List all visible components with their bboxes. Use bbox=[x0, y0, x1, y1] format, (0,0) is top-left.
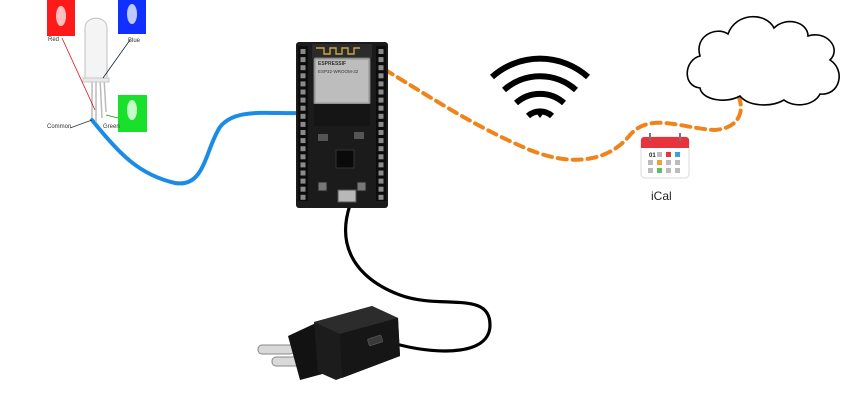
red-pin-line bbox=[61, 37, 96, 111]
header-pin bbox=[378, 89, 384, 95]
header-pin bbox=[378, 121, 384, 127]
calendar-icon: 01 bbox=[640, 133, 690, 179]
header-pin bbox=[300, 97, 306, 103]
header-pin bbox=[300, 130, 306, 135]
header-pin bbox=[300, 146, 306, 152]
calendar-cell bbox=[657, 160, 662, 165]
calendar-cell bbox=[657, 168, 662, 173]
header-pin bbox=[378, 194, 384, 200]
header-pin bbox=[378, 130, 384, 135]
header-pin bbox=[378, 178, 384, 184]
header-pin bbox=[378, 138, 384, 144]
header-pin bbox=[300, 105, 306, 111]
calendar-cell bbox=[675, 160, 680, 165]
header-pin bbox=[378, 105, 384, 111]
header-pin bbox=[300, 121, 306, 127]
calendar-cell bbox=[675, 168, 680, 173]
header-pin bbox=[300, 113, 306, 119]
wifi-link-dashed bbox=[370, 60, 743, 162]
header-pin bbox=[378, 186, 384, 192]
header-pin bbox=[300, 154, 306, 160]
header-pin bbox=[300, 49, 306, 54]
header-pin bbox=[378, 113, 384, 119]
wifi-icon bbox=[490, 55, 590, 119]
header-pin bbox=[300, 89, 306, 95]
led-blue-swatch bbox=[118, 0, 146, 34]
header-pin bbox=[378, 97, 384, 103]
calendar-cell bbox=[657, 152, 662, 157]
calendar-cell bbox=[648, 168, 653, 173]
header-pin bbox=[378, 81, 384, 87]
header-pin bbox=[378, 49, 384, 54]
header-pin bbox=[378, 154, 384, 160]
header-pin bbox=[300, 178, 306, 184]
calendar-day: 01 bbox=[649, 153, 656, 159]
ical-label: iCal bbox=[651, 189, 672, 203]
common-pin-line bbox=[69, 119, 93, 129]
header-pin bbox=[300, 73, 306, 79]
board-pins bbox=[300, 49, 384, 200]
header-pin bbox=[300, 81, 306, 87]
header-pin bbox=[378, 162, 384, 168]
cloud-icon bbox=[686, 15, 840, 106]
header-pin bbox=[300, 194, 306, 200]
header-pin bbox=[378, 57, 384, 63]
header-pin bbox=[300, 57, 306, 63]
usb-cable bbox=[344, 203, 492, 353]
led-red-label: Red bbox=[48, 37, 60, 43]
calendar-cell bbox=[666, 160, 671, 165]
usb-wall-charger bbox=[257, 306, 400, 380]
led-red-swatch bbox=[47, 0, 75, 36]
calendar-cell bbox=[675, 152, 680, 157]
blue-pin-line bbox=[102, 39, 131, 79]
header-pin bbox=[378, 146, 384, 152]
led-blue-label: Blue bbox=[128, 38, 141, 44]
chip-model-label: ESP32-WROOM-32 bbox=[318, 69, 359, 74]
calendar-cell bbox=[666, 168, 671, 173]
header-pin bbox=[300, 162, 306, 168]
calendar-cell bbox=[648, 160, 653, 165]
header-pin bbox=[378, 170, 384, 176]
header-pin bbox=[300, 186, 306, 192]
led-green-swatch bbox=[118, 95, 147, 132]
chip-brand-label: ESPRESSIF bbox=[318, 61, 347, 67]
header-pin bbox=[378, 73, 384, 79]
header-pin bbox=[300, 65, 306, 71]
calendar-cell bbox=[666, 152, 671, 157]
header-pin bbox=[300, 170, 306, 176]
led-green-label: Green bbox=[103, 124, 120, 130]
header-pin bbox=[300, 138, 306, 144]
wifi-icon-dot bbox=[534, 110, 546, 118]
led-cable bbox=[90, 110, 305, 186]
led-common-label: Common bbox=[47, 124, 72, 130]
green-pin-line bbox=[105, 114, 119, 119]
header-pin bbox=[378, 65, 384, 71]
rgb-led bbox=[82, 17, 110, 122]
